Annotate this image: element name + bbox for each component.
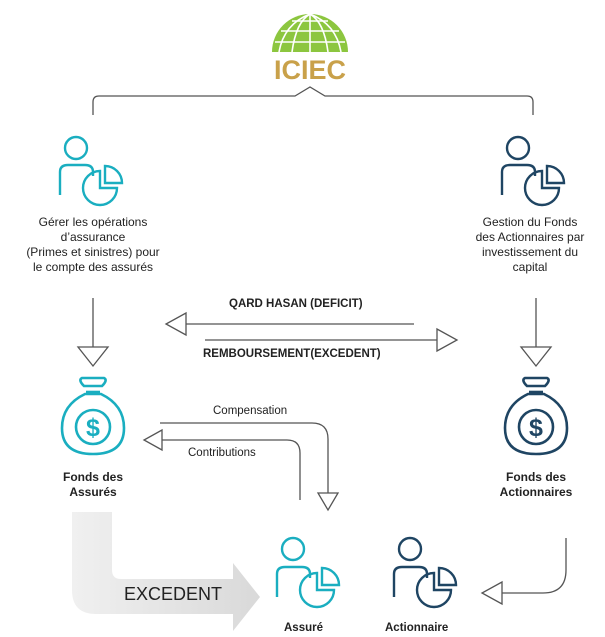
excedent-arrow: [72, 512, 260, 631]
assure-label: Assuré: [284, 622, 323, 634]
actionnaire-label: Actionnaire: [385, 622, 449, 634]
insured-manager-icon: [58, 135, 124, 207]
fund-label-line: Assurés: [69, 485, 117, 499]
shareholder-return-arrow: [480, 538, 567, 606]
shareholder-manager-icon: [500, 135, 566, 207]
desc-line: des Actionnaires par: [475, 230, 585, 244]
qard-hasan-arrow: [164, 311, 414, 337]
brace-connector: [92, 86, 534, 115]
shareholder-fund-bag-icon: $: [503, 376, 569, 456]
insured-fund-label: Fonds des Assurés: [33, 470, 153, 500]
desc-line: d’assurance: [60, 230, 126, 244]
svg-text:$: $: [86, 414, 100, 442]
globe-logo-icon: [272, 13, 348, 53]
shareholder-person-icon: [392, 536, 458, 609]
contributions-label: Contributions: [188, 447, 256, 459]
remboursement-arrow: [205, 327, 459, 353]
insured-fund-bag-icon: $: [60, 376, 126, 456]
desc-line: Gestion du Fonds: [482, 215, 578, 229]
desc-line: (Primes et sinistres) pour: [26, 245, 160, 259]
remboursement-label: REMBOURSEMENT(EXCEDENT): [203, 348, 381, 360]
logo-text: ICIEC: [274, 55, 346, 85]
fund-label-line: Actionnaires: [499, 485, 573, 499]
excedent-label: EXCEDENT: [124, 584, 223, 604]
compensation-label: Compensation: [213, 405, 288, 417]
left-down-arrow: [76, 298, 110, 368]
fund-label-line: Fonds des: [505, 470, 566, 484]
compensation-arrow: [160, 422, 340, 512]
shareholder-manager-description: Gestion du Fonds des Actionnaires par in…: [450, 215, 605, 275]
right-down-arrow: [519, 298, 553, 368]
desc-line: Gérer les opérations: [38, 215, 148, 229]
insured-manager-description: Gérer les opérations d’assurance (Primes…: [8, 215, 178, 275]
qard-hasan-label: QARD HASAN (DEFICIT): [229, 298, 363, 310]
svg-text:$: $: [529, 414, 543, 442]
desc-line: capital: [512, 260, 548, 274]
insured-person-icon: [275, 536, 341, 609]
fund-label-line: Fonds des: [62, 470, 123, 484]
contributions-arrow: [142, 428, 301, 500]
shareholder-fund-label: Fonds des Actionnaires: [476, 470, 596, 500]
desc-line: le compte des assurés: [32, 260, 154, 274]
desc-line: investissement du: [481, 245, 579, 259]
